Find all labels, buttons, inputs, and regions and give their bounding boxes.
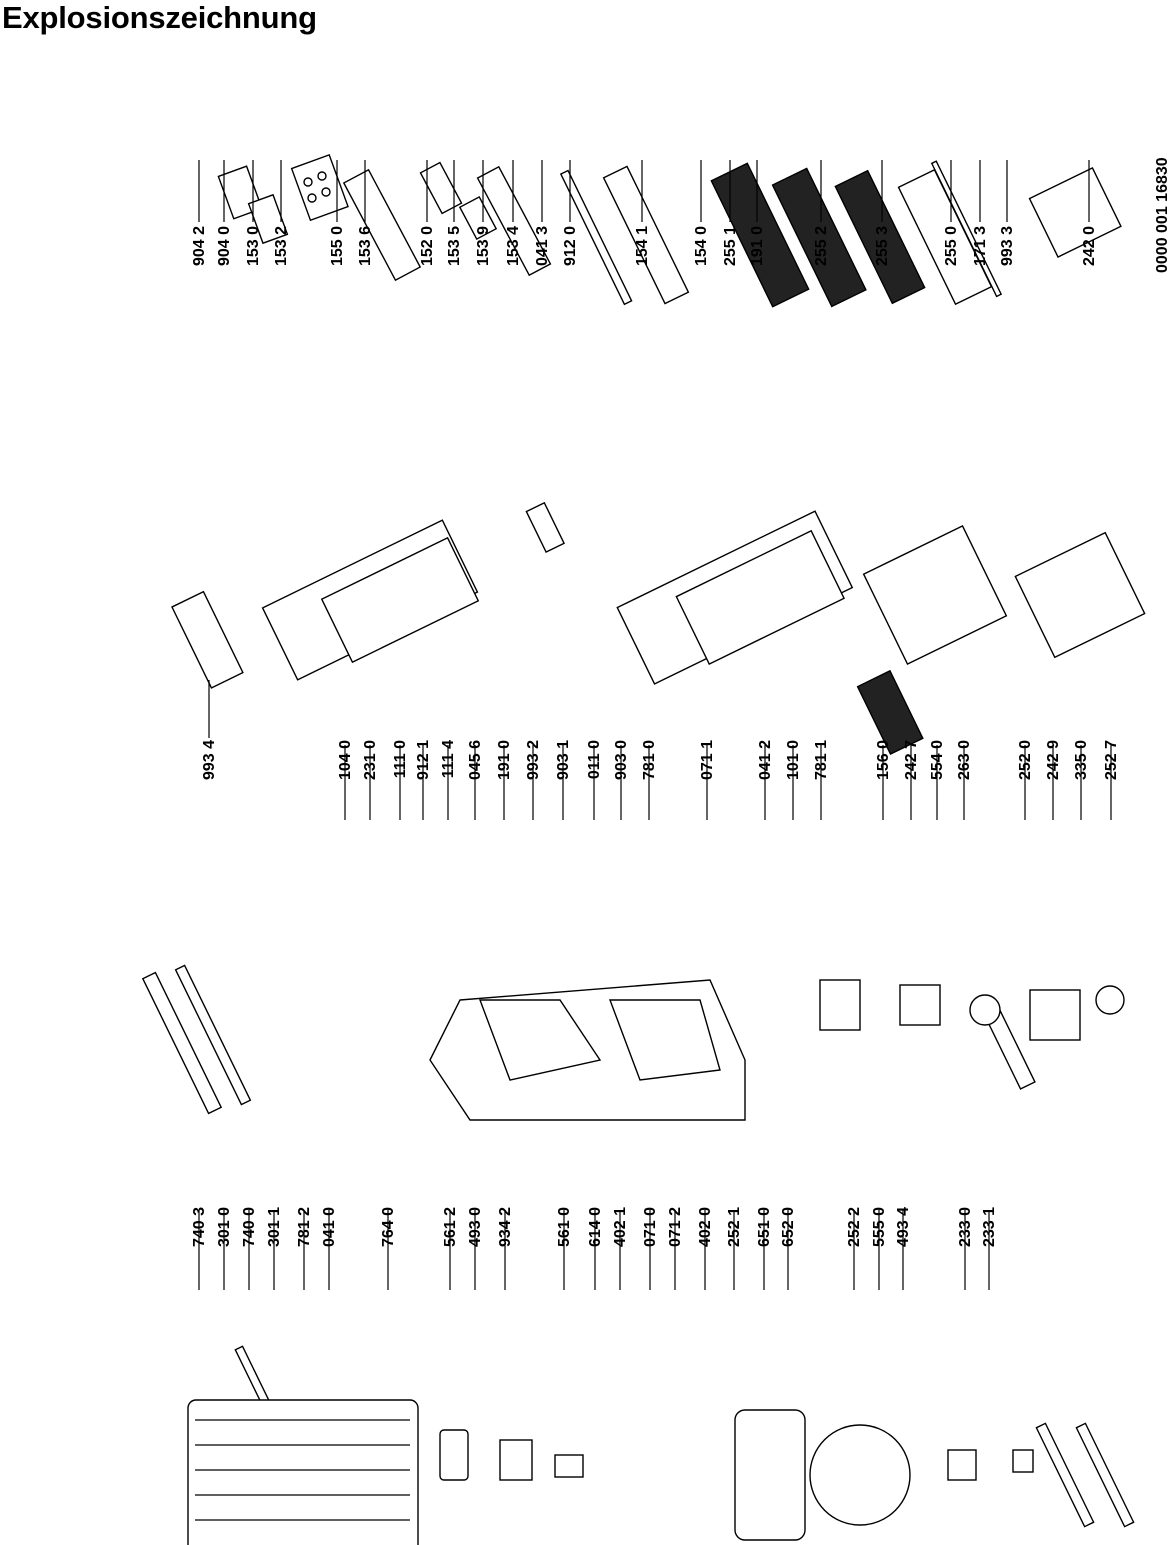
parts-left [141,964,1135,1545]
part-label: 191 0 [749,226,766,266]
part-label: 041 3 [534,226,551,266]
part-label: 153 4 [505,226,522,266]
part-label: 153 5 [446,226,463,266]
part-label: 153 9 [475,226,492,266]
part-label: 255 1 [722,226,739,266]
part-label: 171 3 [972,226,989,266]
parts-center [171,501,1146,1121]
part-label: 153 0 [245,226,262,266]
part-label: 153 6 [357,226,374,266]
part-label: 153 2 [273,226,290,266]
part-label: 904 0 [216,226,233,266]
part-label: 154 1 [634,226,651,266]
part-label: 993 3 [999,226,1016,266]
part-label: 904 2 [191,226,208,266]
part-label: 255 2 [813,226,830,266]
part-label: 255 0 [943,226,960,266]
part-label: 155 0 [329,226,346,266]
part-label: 242 0 [1081,226,1098,266]
part-label: 993 4 [201,740,218,780]
page-title: Explosionszeichnung [2,0,317,35]
parts-upper-right [217,153,1122,308]
part-label: 152 0 [419,226,436,266]
part-label: 255 3 [874,226,891,266]
part-label: 912 0 [562,226,579,266]
part-label: 154 0 [693,226,710,266]
